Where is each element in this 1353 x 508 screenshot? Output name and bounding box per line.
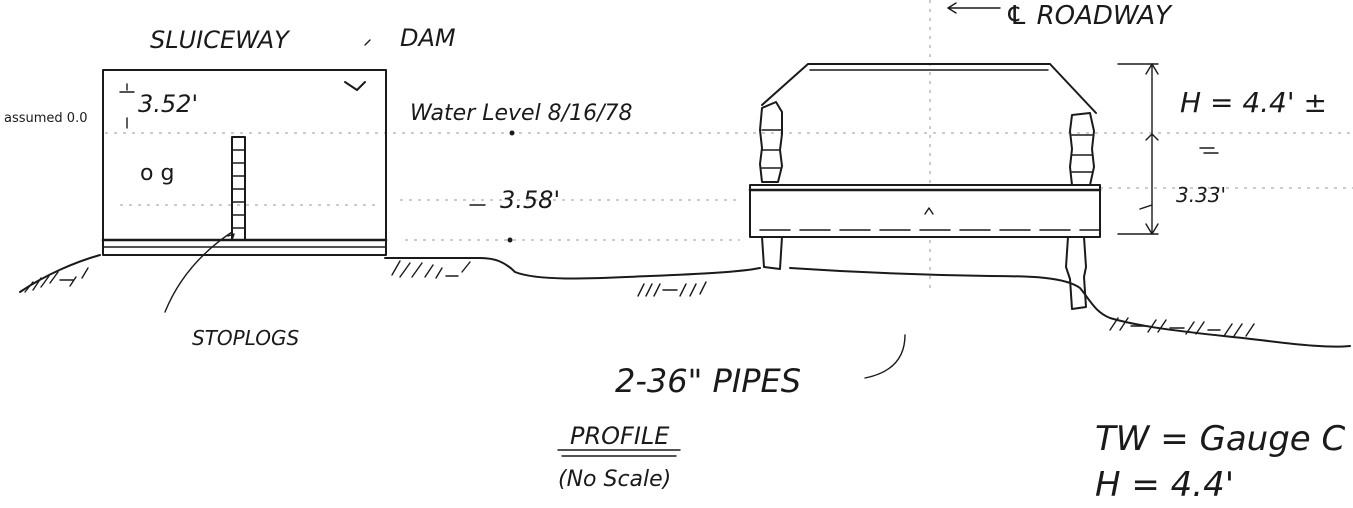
depth-mid-label: 3.58' <box>500 186 560 214</box>
h-line-label: H = 4.4' <box>1095 465 1234 505</box>
ground-profile <box>19 254 1351 348</box>
pipes-leader <box>864 334 906 379</box>
guide-lines <box>105 0 1353 290</box>
og-label: o g <box>140 161 174 186</box>
pipes-label: 2-36" PIPES <box>615 362 801 400</box>
profile-underline <box>557 449 681 457</box>
water-level-label: Water Level 8/16/78 <box>410 101 633 126</box>
sluiceway-label: SLUICEWAY <box>150 26 291 54</box>
datum-label: assumed 0.0 <box>4 111 87 126</box>
roadway-arrow <box>947 2 1001 14</box>
sluiceway-structure <box>101 69 388 256</box>
height-dimension <box>1117 63 1159 235</box>
h-equals-label: H = 4.4' ± <box>1180 86 1327 119</box>
no-scale-label: (No Scale) <box>558 467 671 492</box>
dam-marks <box>364 39 515 243</box>
tw-line-label: TW = Gauge C <box>1095 419 1346 459</box>
stoplogs-leader <box>164 231 233 313</box>
stoplogs-label: STOPLOGS <box>192 326 299 350</box>
roadway-label: ℄ ROADWAY <box>1005 1 1173 31</box>
sluice-depth-label: 3.52' <box>138 90 198 118</box>
ground-hatching <box>24 260 1255 337</box>
pipe-rise-label: 3.33' <box>1176 183 1226 207</box>
profile-label: PROFILE <box>570 422 670 450</box>
culvert-structure <box>748 63 1219 310</box>
dam-label: DAM <box>400 24 456 52</box>
